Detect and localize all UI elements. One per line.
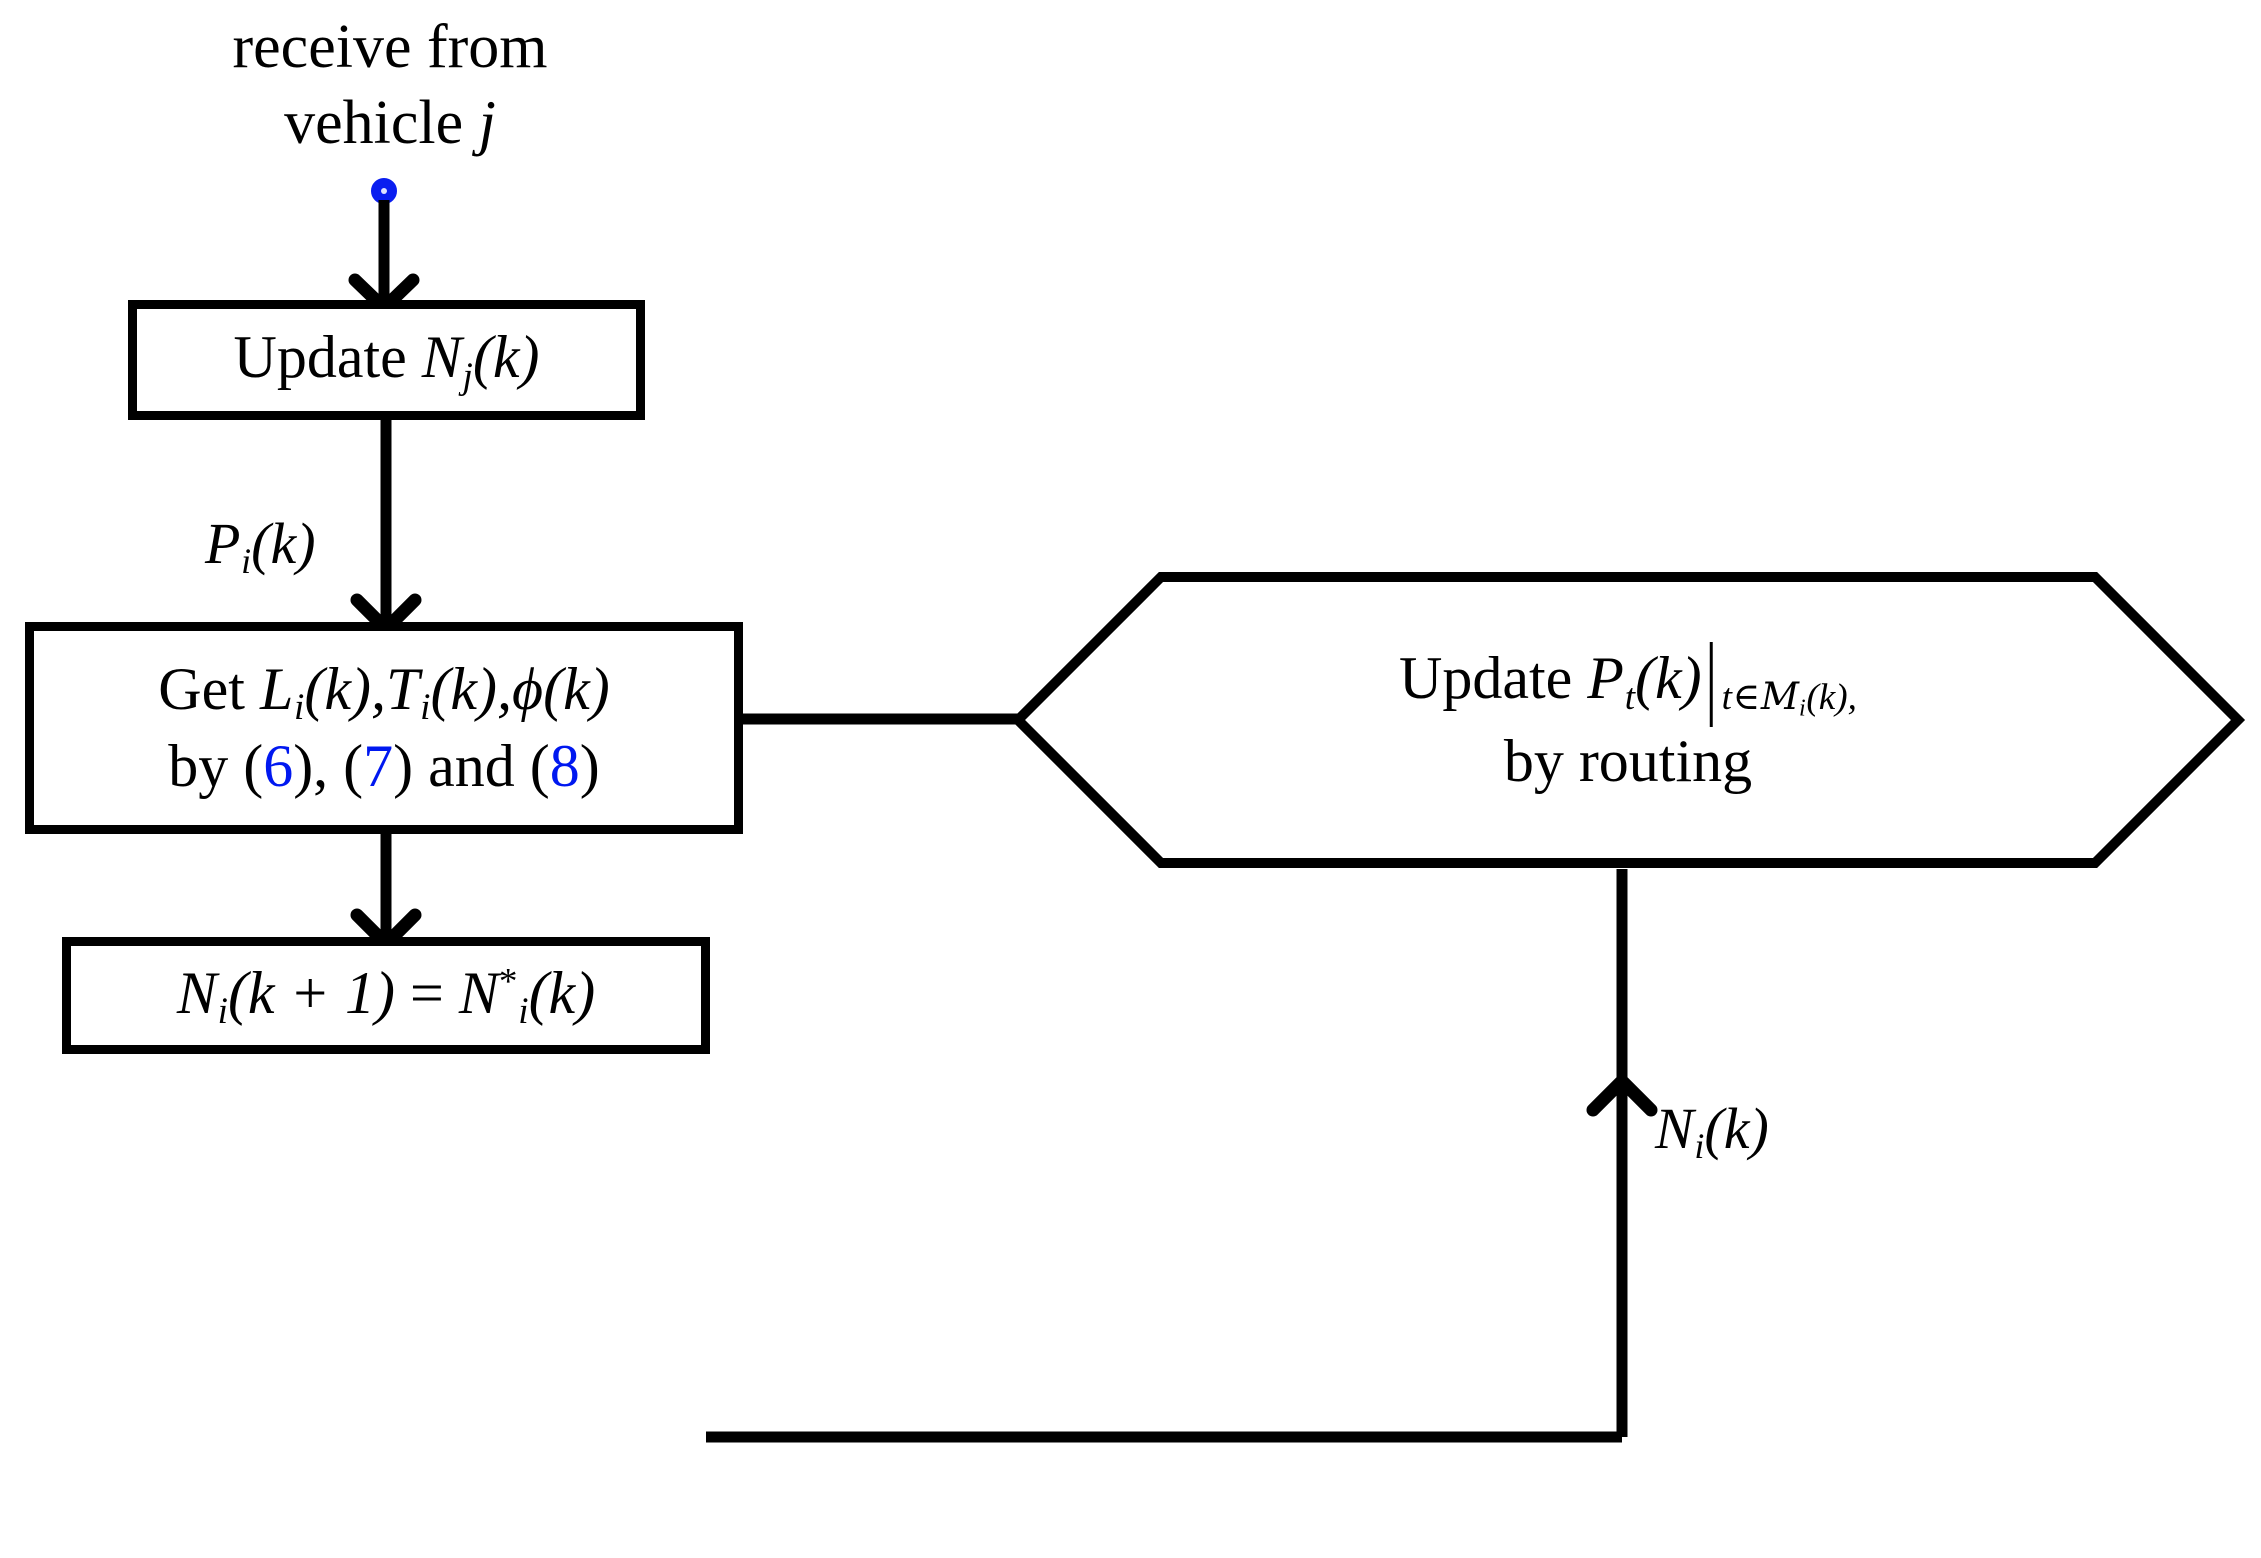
edge-label-ni-arg: (k) [1704, 1096, 1769, 1161]
start-caption-line2-prefix: vehicle [284, 88, 479, 157]
get-values-symbol-l: L [259, 655, 294, 722]
start-caption-vehicle-symbol: j [478, 88, 496, 157]
start-caption-line1: receive from [232, 13, 548, 81]
routing-prefix: Update [1399, 645, 1588, 712]
get-values-symbol-t-sub: i [420, 686, 431, 728]
get-values-prefix: Get [158, 655, 260, 722]
routing-symbol-p-sub: t [1624, 676, 1636, 718]
edge-label-pi-symbol: P [205, 511, 241, 576]
update-nj-arg: (k) [472, 324, 540, 391]
node-get-values-line1: Get Li(k),Ti(k),ϕ(k) [158, 653, 609, 731]
arrowhead-feedback-to-hexagon [1586, 1074, 1658, 1117]
update-nj-prefix: Update [233, 324, 422, 391]
get-values-suffix: ) [579, 733, 600, 800]
equation-ref-6[interactable]: 6 [263, 733, 294, 800]
routing-hexagon-shape [1013, 572, 2243, 868]
assign-n-rhs-arg: (k) [528, 959, 596, 1026]
update-nj-symbol: N [421, 324, 462, 391]
routing-cond-set-sub: i [1798, 695, 1806, 722]
get-values-mid2: ) and ( [393, 733, 550, 800]
assign-n-equals: = [395, 959, 459, 1026]
start-caption-line2: vehicle j [110, 86, 670, 162]
node-routing-line2: by routing [1503, 727, 1753, 794]
node-get-values-line2: by (6), (7) and (8) [158, 730, 609, 803]
get-values-by-prefix: by ( [168, 733, 264, 800]
get-values-mid1: ), ( [293, 733, 364, 800]
routing-symbol-p-arg: (k) [1635, 645, 1702, 712]
get-values-symbol-t-arg: (k), [430, 655, 513, 722]
get-values-symbol-l-arg: (k), [304, 655, 386, 722]
routing-cond-in-icon: ∈ [1732, 676, 1761, 718]
node-get-values[interactable]: Get Li(k),Ti(k),ϕ(k) by (6), (7) and (8) [25, 622, 743, 834]
routing-symbol-p: P [1587, 645, 1624, 712]
assign-n-rhs-subscript: i [518, 991, 529, 1033]
start-caption: receive from vehicle j [110, 10, 670, 161]
node-update-nj[interactable]: Update Nj(k) [128, 300, 645, 420]
get-values-symbol-t: T [385, 655, 420, 722]
update-nj-subscript: j [462, 355, 473, 397]
routing-cond-arg: (k), [1806, 676, 1857, 718]
node-assign-n-label: Ni(k + 1) = N*i(k) [177, 957, 595, 1035]
node-get-values-label: Get Li(k),Ti(k),ϕ(k) by (6), (7) and (8) [158, 653, 609, 804]
node-routing-label: Update Pt(k)|t∈Mi(k), by routing [1141, 586, 2115, 854]
node-update-nj-label: Update Nj(k) [234, 321, 540, 399]
edge-label-pi-subscript: i [241, 541, 252, 582]
assign-n-rhs-symbol: N [458, 959, 499, 1026]
assign-n-lhs-subscript: i [217, 991, 228, 1033]
equation-ref-7[interactable]: 7 [363, 733, 394, 800]
start-node-circle-icon [371, 178, 397, 204]
assign-n-lhs-symbol: N [176, 959, 217, 1026]
node-routing-line1: Update Pt(k)|t∈Mi(k), [1399, 625, 1857, 727]
edge-label-ni-symbol: N [1655, 1096, 1694, 1161]
routing-cond-set: M [1760, 673, 1799, 718]
get-values-symbol-l-sub: i [294, 686, 305, 728]
edge-label-pi: Pi(k) [205, 510, 316, 582]
equation-ref-8[interactable]: 8 [549, 733, 580, 800]
assign-n-rhs-superscript: * [498, 961, 518, 1003]
routing-evaluation-bar: | [1705, 625, 1718, 728]
edge-label-ni-subscript: i [1694, 1126, 1705, 1167]
node-assign-n[interactable]: Ni(k + 1) = N*i(k) [62, 937, 710, 1054]
get-values-symbol-phi-arg: (k) [543, 655, 610, 722]
node-routing-hexagon[interactable]: Update Pt(k)|t∈Mi(k), by routing [1013, 572, 2243, 868]
assign-n-lhs-arg: (k + 1) [227, 959, 396, 1026]
routing-cond-t: t [1721, 676, 1732, 718]
edge-label-pi-arg: (k) [251, 511, 316, 576]
edge-label-ni: Ni(k) [1655, 1095, 1769, 1167]
get-values-symbol-phi: ϕ [512, 655, 544, 722]
